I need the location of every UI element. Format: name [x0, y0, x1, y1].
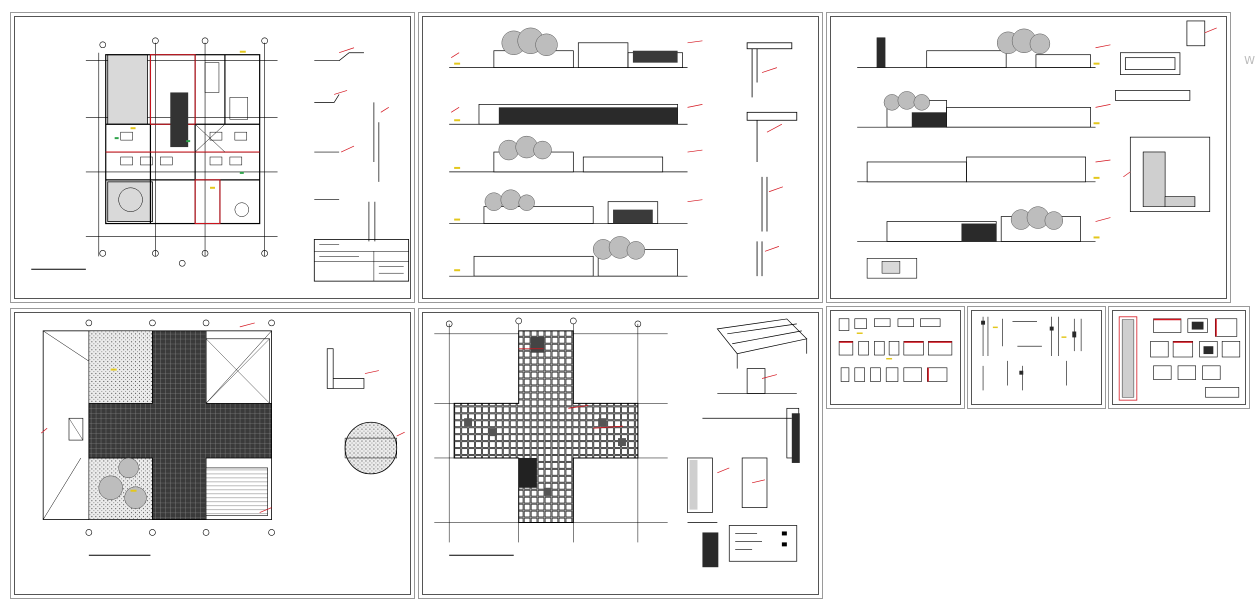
sheet-frame: [1112, 310, 1246, 405]
details-c-drawing: [1118, 316, 1241, 401]
sheet-frame: [971, 310, 1102, 405]
elevations-b-drawing: [857, 20, 1217, 279]
sheet-details-a[interactable]: [826, 306, 965, 409]
sheet-details-c[interactable]: [1108, 306, 1250, 409]
details-a-drawing: [838, 318, 953, 382]
sheet-elevations-b[interactable]: [826, 12, 1231, 303]
ceiling-plan-drawing: [434, 317, 808, 568]
details-b-drawing: [981, 316, 1082, 391]
elevations-a-drawing: [449, 27, 798, 277]
sheet-floor-plan[interactable]: [10, 12, 415, 303]
floor-plan-drawing: [31, 37, 410, 282]
sheet-elevations-a[interactable]: [418, 12, 823, 303]
sheet-frame: [422, 16, 819, 299]
sheet-details-b[interactable]: [967, 306, 1106, 409]
edge-glyph: W: [1244, 54, 1255, 67]
sheet-frame: [422, 312, 819, 595]
roof-plan-drawing: [40, 319, 405, 556]
sheet-ceiling-plan[interactable]: [418, 308, 823, 599]
sheet-frame: [830, 16, 1227, 299]
sheet-frame: [830, 310, 961, 405]
sheet-roof-plan[interactable]: [10, 308, 415, 599]
sheet-frame: [14, 16, 411, 299]
sheet-frame: [14, 312, 411, 595]
